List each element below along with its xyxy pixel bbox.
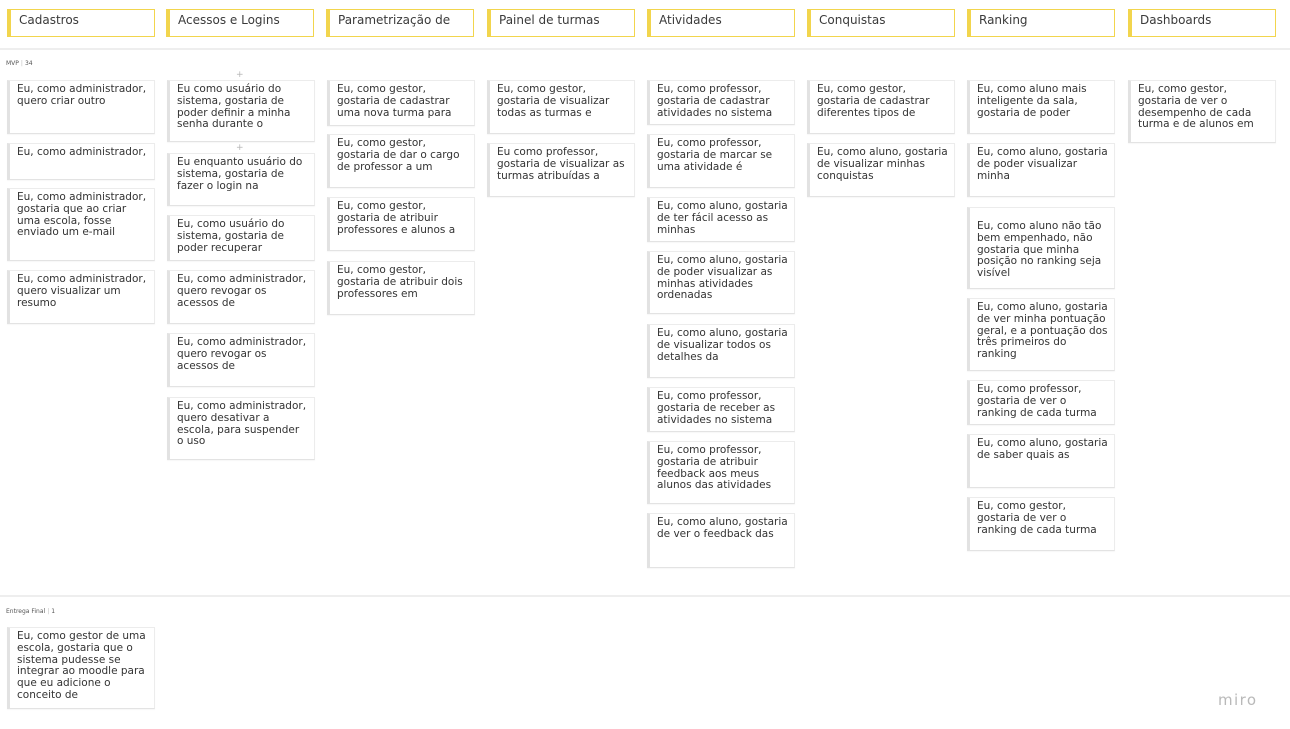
swimlane-name: Entrega Final <box>6 608 46 615</box>
sticky-card[interactable]: Eu enquanto usuário do sistema, gostaria… <box>167 153 315 206</box>
sticky-card[interactable]: Eu, como aluno, gostaria de poder visual… <box>647 251 795 314</box>
column-header-painel-turmas[interactable]: Painel de turmas <box>487 9 635 37</box>
add-card-icon[interactable]: + <box>236 70 244 80</box>
column-header-dashboards[interactable]: Dashboards <box>1128 9 1276 37</box>
sticky-card[interactable]: Eu, como gestor, gostaria de ver o ranki… <box>967 497 1115 551</box>
sticky-card[interactable]: Eu, como aluno, gostaria de ter fácil ac… <box>647 197 795 242</box>
sticky-card[interactable]: Eu, como aluno, gostaria de visualizar t… <box>647 324 795 378</box>
miro-logo: miro <box>1218 691 1258 709</box>
column-header-acessos-logins[interactable]: Acessos e Logins <box>166 9 314 37</box>
sticky-card[interactable]: Eu, como gestor, gostaria de atribuir pr… <box>327 197 475 251</box>
sticky-card[interactable]: Eu como usuário do sistema, gostaria de … <box>167 80 315 142</box>
sticky-card[interactable]: Eu, como professor, gostaria de marcar s… <box>647 134 795 188</box>
sticky-card[interactable]: Eu, como administrador, <box>7 143 155 180</box>
header-divider <box>0 48 1290 50</box>
swimlane-label-mvp[interactable]: MVP|34 <box>6 60 33 67</box>
sticky-card[interactable]: Eu, como aluno não tão bem empenhado, nã… <box>967 207 1115 289</box>
swimlane-count: 1 <box>51 608 56 615</box>
sticky-card[interactable]: Eu, como usuário do sistema, gostaria de… <box>167 215 315 261</box>
add-card-icon[interactable]: + <box>236 143 244 153</box>
column-header-ranking[interactable]: Ranking <box>967 9 1115 37</box>
column-header-cadastros[interactable]: Cadastros <box>7 9 155 37</box>
sticky-card[interactable]: Eu, como gestor, gostaria de visualizar … <box>487 80 635 134</box>
sticky-card[interactable]: Eu, como aluno, gostaria de ver o feedba… <box>647 513 795 568</box>
column-header-conquistas[interactable]: Conquistas <box>807 9 955 37</box>
sticky-card[interactable]: Eu, como administrador, quero criar outr… <box>7 80 155 134</box>
swimlane-label-entrega-final[interactable]: Entrega Final|1 <box>6 608 56 615</box>
swimlane-divider <box>0 595 1290 597</box>
sticky-card[interactable]: Eu, como aluno mais inteligente da sala,… <box>967 80 1115 134</box>
sticky-card[interactable]: Eu, como aluno, gostaria de poder visual… <box>967 143 1115 197</box>
column-header-atividades[interactable]: Atividades <box>647 9 795 37</box>
sticky-card[interactable]: Eu, como administrador, quero desativar … <box>167 397 315 460</box>
sticky-card[interactable]: Eu, como professor, gostaria de atribuir… <box>647 441 795 504</box>
sticky-card[interactable]: Eu, como administrador, quero revogar os… <box>167 270 315 324</box>
sticky-card[interactable]: Eu, como gestor, gostaria de dar o cargo… <box>327 134 475 188</box>
sticky-card[interactable]: Eu, como gestor, gostaria de ver o desem… <box>1128 80 1276 143</box>
swimlane-count: 34 <box>24 60 33 67</box>
sticky-card[interactable]: Eu, como aluno, gostaria de visualizar m… <box>807 143 955 197</box>
sticky-card[interactable]: Eu, como professor, gostaria de cadastra… <box>647 80 795 125</box>
sticky-card[interactable]: Eu, como administrador, quero revogar os… <box>167 333 315 387</box>
sticky-card[interactable]: Eu, como gestor, gostaria de atribuir do… <box>327 261 475 315</box>
sticky-card[interactable]: Eu, como professor, gostaria de receber … <box>647 387 795 432</box>
column-header-parametrizacao[interactable]: Parametrização de <box>326 9 474 37</box>
sticky-card[interactable]: Eu, como administrador, gostaria que ao … <box>7 188 155 261</box>
sticky-card[interactable]: Eu, como gestor, gostaria de cadastrar u… <box>327 80 475 126</box>
sticky-card[interactable]: Eu como professor, gostaria de visualiza… <box>487 143 635 197</box>
sticky-card[interactable]: Eu, como aluno, gostaria de saber quais … <box>967 434 1115 488</box>
sticky-card[interactable]: Eu, como administrador, quero visualizar… <box>7 270 155 324</box>
sticky-card[interactable]: Eu, como gestor de uma escola, gostaria … <box>7 627 155 709</box>
sticky-card[interactable]: Eu, como professor, gostaria de ver o ra… <box>967 380 1115 425</box>
sticky-card[interactable]: Eu, como gestor, gostaria de cadastrar d… <box>807 80 955 134</box>
swimlane-name: MVP <box>6 60 19 67</box>
sticky-card[interactable]: Eu, como aluno, gostaria de ver minha po… <box>967 298 1115 371</box>
